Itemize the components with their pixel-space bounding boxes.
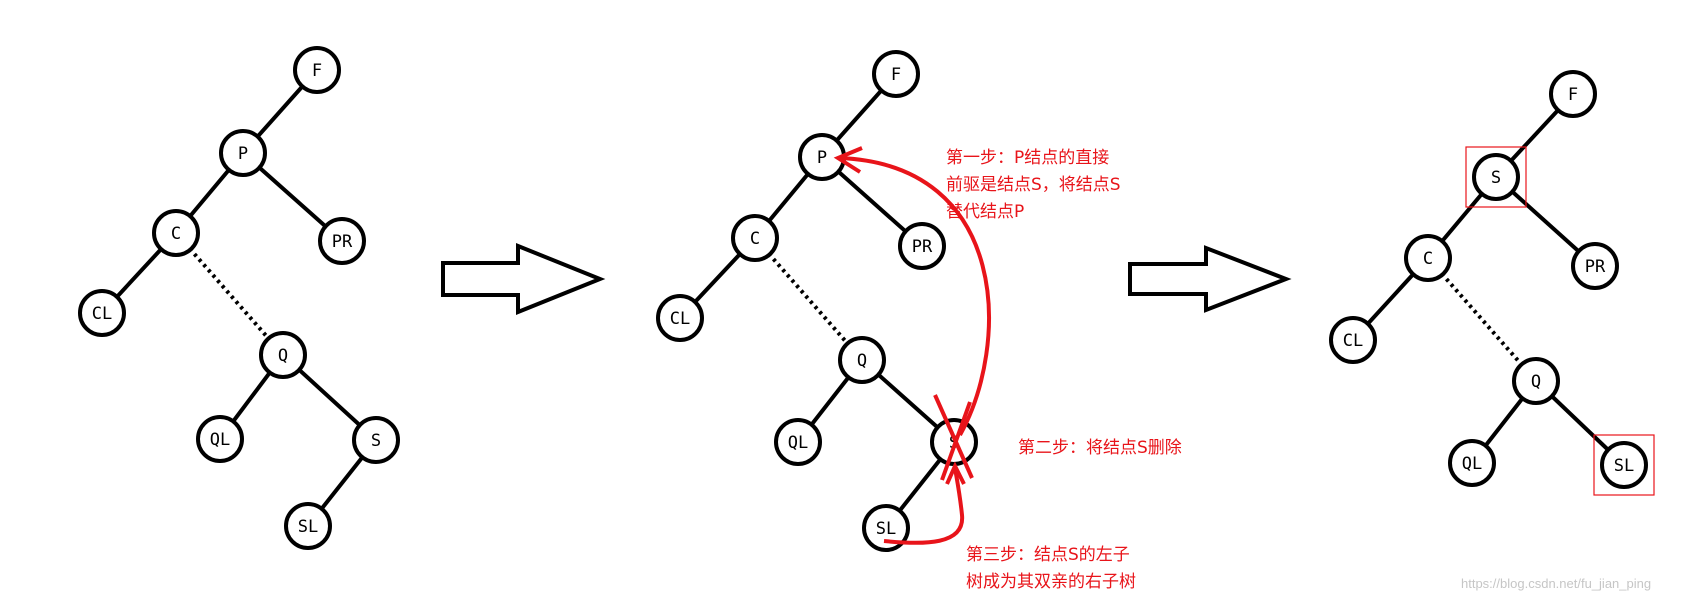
node-sl: SL [1593,434,1655,496]
node-cl: CL [656,294,704,342]
node-circle [898,222,946,270]
node-label: F [1568,85,1578,105]
node-cl: CL [1329,316,1377,364]
node-label: C [1423,249,1433,269]
node-circle [1329,316,1377,364]
node-label: PR [1585,257,1606,277]
node-label: F [312,61,322,81]
node-q: Q [259,331,307,379]
node-circle [1404,234,1452,282]
node-circle [1600,441,1648,489]
node-circle [293,46,341,94]
step2-annotation: 第二步：将结点S删除 [1018,438,1182,458]
node-label: PR [332,232,353,252]
node-circle [1448,439,1496,487]
edge-c-q [1426,256,1538,383]
node-ql: QL [196,415,244,463]
tree-before: F P C PR CL Q QL S SL [78,46,400,550]
step3-line-1: 第三步：结点S的左子 [966,545,1130,565]
node-pr: PR [898,222,946,270]
node-label: F [891,65,901,85]
node-s: S [352,416,400,464]
step1-line-1: 第一步：P结点的直接 [946,148,1109,168]
node-circle [1512,357,1560,405]
node-label: Q [1531,372,1541,392]
node-circle [774,418,822,466]
step3-line-2: 树成为其双亲的右子树 [966,572,1136,592]
tree-after: F S C PR CL Q QL SL [1329,70,1655,496]
node-q: Q [838,336,886,384]
node-c: C [152,209,200,257]
node-circle [259,331,307,379]
node-circle [78,289,126,337]
node-circle [731,214,779,262]
node-circle [352,416,400,464]
step1-annotation: 第一步：P结点的直接 前驱是结点S，将结点S 替代结点P [946,148,1121,222]
node-f: F [293,46,341,94]
node-circle [196,415,244,463]
node-circle [318,217,366,265]
node-label: CL [670,309,690,329]
node-sl: SL [862,504,910,552]
node-label: S [1491,168,1501,188]
node-label: P [817,148,827,168]
node-circle [838,336,886,384]
edge-c-q [753,236,864,362]
node-label: SL [1614,456,1634,476]
node-cl: CL [78,289,126,337]
node-p: P [798,133,846,181]
step3-annotation: 第三步：结点S的左子 树成为其双亲的右子树 [966,545,1136,592]
highlight-box [1593,434,1655,496]
node-label: QL [1462,454,1482,474]
node-sl: SL [284,502,332,550]
node-circle [152,209,200,257]
node-label: QL [788,433,808,453]
node-label: SL [298,517,318,537]
node-label: Q [857,351,867,371]
node-label: Q [278,346,288,366]
replace-curve [833,146,991,436]
node-circle [872,50,920,98]
node-s: S [1465,146,1527,208]
node-label: C [171,224,181,244]
node-pr: PR [318,217,366,265]
delete-cross-mark [933,394,974,481]
node-circle [1571,242,1619,290]
node-f: F [872,50,920,98]
node-circle [1472,153,1520,201]
node-p: P [219,129,267,177]
step1-line-2: 前驱是结点S，将结点S [946,175,1121,195]
node-label: CL [1343,331,1363,351]
watermark: https://blog.csdn.net/fu_jian_ping [1461,576,1651,591]
node-label: SL [876,519,896,539]
highlight-box [1465,146,1527,208]
node-circle [656,294,704,342]
node-label: P [238,144,248,164]
transition-arrow-1 [441,243,606,315]
node-c: C [1404,234,1452,282]
node-c: C [731,214,779,262]
node-ql: QL [1448,439,1496,487]
node-q: Q [1512,357,1560,405]
node-ql: QL [774,418,822,466]
node-pr: PR [1571,242,1619,290]
node-label: CL [92,304,112,324]
node-label: C [750,229,760,249]
edge-c-q [174,231,285,357]
node-label: QL [210,430,230,450]
transition-arrow-2 [1128,245,1292,313]
node-circle [862,504,910,552]
step2-line-1: 第二步：将结点S删除 [1018,438,1182,458]
node-label: S [371,431,381,451]
node-f: F [1549,70,1597,118]
node-circle [219,129,267,177]
node-circle [284,502,332,550]
node-circle [1549,70,1597,118]
step1-line-3: 替代结点P [946,202,1024,222]
move-subtree-curve [883,461,966,545]
node-label: PR [912,237,933,257]
